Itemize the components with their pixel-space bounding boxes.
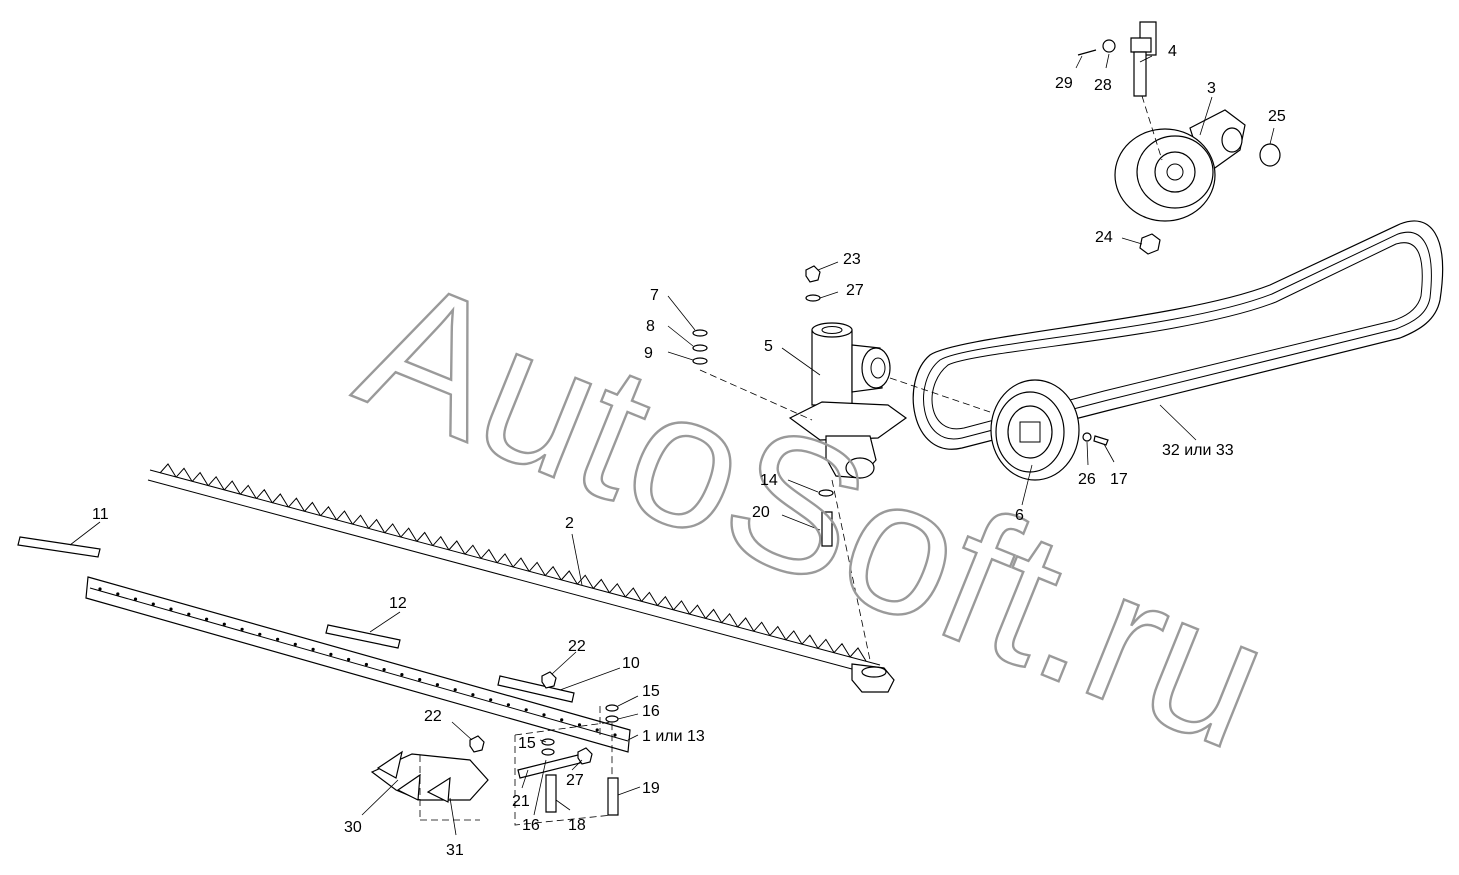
washer-9 bbox=[692, 357, 708, 365]
washer-16-right bbox=[605, 715, 619, 723]
callout-21: 21 bbox=[512, 793, 530, 810]
knife-teeth bbox=[159, 463, 867, 662]
callout-30: 30 bbox=[344, 819, 362, 836]
gearbox bbox=[788, 322, 908, 479]
washer-28 bbox=[1102, 39, 1116, 53]
callout-3: 3 bbox=[1207, 80, 1216, 97]
callout-18: 18 bbox=[568, 817, 586, 834]
washer-7 bbox=[692, 329, 708, 337]
callout-16-left: 16 bbox=[522, 817, 540, 834]
plate-11 bbox=[17, 536, 101, 558]
axis-line-bolt bbox=[1141, 95, 1163, 161]
washer-8 bbox=[692, 344, 708, 352]
knife-guard bbox=[370, 750, 489, 821]
axis-line-pulley bbox=[889, 377, 991, 413]
callout-28: 28 bbox=[1094, 77, 1112, 94]
callout-6: 6 bbox=[1015, 507, 1024, 524]
washer-15-right bbox=[605, 704, 619, 712]
knife-assembly bbox=[147, 463, 895, 693]
callout-22-lower: 22 bbox=[424, 708, 442, 725]
callout-5: 5 bbox=[764, 338, 773, 355]
callout-2: 2 bbox=[565, 515, 574, 532]
axis-line-washers bbox=[699, 369, 813, 421]
callout-12: 12 bbox=[389, 595, 407, 612]
callout-25: 25 bbox=[1268, 108, 1286, 125]
callout-4: 4 bbox=[1168, 43, 1177, 60]
callout-8: 8 bbox=[646, 318, 655, 335]
axis-line-gearbox bbox=[831, 479, 871, 661]
callout-29: 29 bbox=[1055, 75, 1073, 92]
ring-25 bbox=[1259, 143, 1281, 167]
tensioner-pulley bbox=[1114, 109, 1246, 222]
finger-bar bbox=[85, 576, 631, 753]
callout-31: 31 bbox=[446, 842, 464, 859]
washer-16-left bbox=[541, 748, 555, 756]
callout-7: 7 bbox=[650, 287, 659, 304]
callouts: 1 или 13 2 3 4 5 6 7 8 9 10 11 12 14 15 … bbox=[92, 43, 1286, 859]
bracket-bolt-4 bbox=[1130, 21, 1157, 97]
callout-19: 19 bbox=[642, 780, 660, 797]
callout-16-right: 16 bbox=[642, 703, 660, 720]
callout-15-right: 15 bbox=[642, 683, 660, 700]
washer-27-top bbox=[805, 294, 821, 302]
pin-29 bbox=[1077, 49, 1097, 56]
bolt-18 bbox=[545, 774, 557, 813]
callout-27-top: 27 bbox=[846, 282, 864, 299]
callout-11: 11 bbox=[92, 506, 109, 523]
callout-26: 26 bbox=[1078, 471, 1096, 488]
bar-holes bbox=[98, 587, 617, 737]
callout-27-lower: 27 bbox=[566, 772, 584, 789]
bolt-20 bbox=[821, 511, 833, 547]
callout-9: 9 bbox=[644, 345, 653, 362]
leader-lines bbox=[69, 53, 1275, 836]
callout-24: 24 bbox=[1095, 229, 1113, 246]
callout-10: 10 bbox=[622, 655, 640, 672]
axis-line-guard bbox=[514, 702, 613, 826]
callout-32-or-33: 32 или 33 bbox=[1162, 442, 1234, 459]
pulley-6 bbox=[990, 379, 1080, 481]
washer-15-left bbox=[541, 738, 555, 746]
nut-24 bbox=[1139, 233, 1161, 255]
washer-26 bbox=[1082, 432, 1092, 442]
plate-12 bbox=[325, 624, 401, 649]
nut-22-lower bbox=[469, 735, 485, 753]
nut-22-upper bbox=[541, 671, 557, 689]
callout-14: 14 bbox=[760, 472, 778, 489]
callout-22-upper: 22 bbox=[568, 638, 586, 655]
nut-23 bbox=[805, 265, 821, 283]
bolt-17 bbox=[1093, 435, 1109, 446]
bolt-19 bbox=[607, 777, 619, 816]
callout-23: 23 bbox=[843, 251, 861, 268]
callout-20: 20 bbox=[752, 504, 770, 521]
washer-14 bbox=[818, 489, 834, 497]
callout-15-left: 15 bbox=[518, 735, 536, 752]
callout-17: 17 bbox=[1110, 471, 1128, 488]
callout-1: 1 или 13 bbox=[642, 728, 705, 745]
